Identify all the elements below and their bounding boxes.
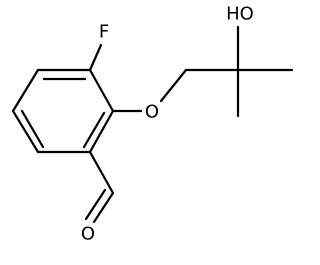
bond-o-ch2: [159, 68, 188, 103]
benzene-ring: [11, 68, 115, 154]
bond-c-f: [88, 43, 103, 72]
ring-bond-lower-left: [11, 109, 40, 154]
bond-c-cho: [88, 150, 115, 195]
ring-bond-lower-inner: [82, 111, 106, 149]
aldehyde-oxygen-label: O: [81, 224, 95, 245]
molecule-diagram: F O HO O: [11, 4, 294, 245]
ring-bond-upper-left: [11, 68, 40, 113]
hydroxyl-label: HO: [226, 4, 254, 25]
structure-drawing: F O HO O: [11, 4, 294, 245]
fluorine-label: F: [99, 22, 109, 43]
ring-bond-left-inner: [20, 109, 45, 149]
ring-bond-lower-right: [88, 109, 115, 154]
ether-oxygen-label: O: [145, 102, 159, 123]
bond-c-o-aldehyde-1: [92, 191, 115, 224]
ring-bond-upper-right: [88, 68, 115, 113]
bond-c-o-aldehyde-2: [84, 188, 107, 221]
